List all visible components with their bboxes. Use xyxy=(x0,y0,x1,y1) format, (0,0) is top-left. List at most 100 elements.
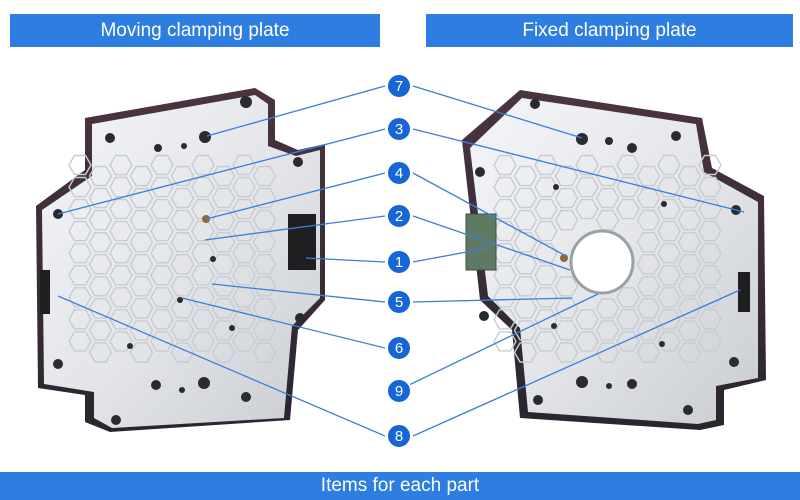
moving-plate-holes xyxy=(53,96,305,425)
callout-1: 1 xyxy=(386,249,412,275)
leader-line xyxy=(412,128,745,213)
fixed-plate-honeycomb xyxy=(493,154,722,363)
honeycomb-cell xyxy=(636,187,661,209)
honeycomb-cell xyxy=(698,154,722,176)
honeycomb-cell xyxy=(68,242,92,264)
honeycomb-cell xyxy=(677,187,702,209)
honeycomb-cell xyxy=(252,209,277,231)
honeycomb-cell xyxy=(513,165,538,187)
honeycomb-cell xyxy=(68,265,92,286)
honeycomb-cell xyxy=(232,265,256,286)
honeycomb-cell xyxy=(191,176,215,198)
hole xyxy=(627,379,637,389)
honeycomb-cell xyxy=(493,154,517,176)
honeycomb-cell xyxy=(636,231,661,253)
moving-clamping-plate xyxy=(36,88,325,432)
hole xyxy=(53,359,63,369)
honeycomb-cell xyxy=(109,242,133,264)
honeycomb-cell xyxy=(698,220,722,242)
callout-number: 3 xyxy=(395,121,403,138)
honeycomb-cell xyxy=(677,320,702,341)
honeycomb-cell xyxy=(170,165,195,187)
honeycomb-cell xyxy=(170,231,195,253)
honeycomb-cell xyxy=(232,154,256,176)
honeycomb-cell xyxy=(554,209,579,231)
honeycomb-cell xyxy=(657,309,681,330)
callout-badge xyxy=(386,116,412,142)
callout-number: 8 xyxy=(395,428,403,445)
honeycomb-cell xyxy=(513,342,538,363)
callout-badge xyxy=(386,289,412,315)
honeycomb-cell xyxy=(657,287,681,308)
honeycomb-cell xyxy=(170,209,195,231)
honeycomb-cell xyxy=(68,287,92,308)
honeycomb-cell xyxy=(68,154,92,176)
callout-number: 5 xyxy=(395,294,403,311)
honeycomb-cell xyxy=(232,220,256,242)
honeycomb-cell xyxy=(657,220,681,242)
honeycomb-cell xyxy=(534,265,558,286)
hole xyxy=(151,380,161,390)
leader-lines xyxy=(57,85,745,437)
honeycomb-cell xyxy=(68,176,92,198)
hole xyxy=(293,157,303,167)
honeycomb-cell xyxy=(88,276,113,297)
honeycomb-cell xyxy=(636,298,661,319)
leader-line xyxy=(211,283,386,303)
hole xyxy=(240,96,252,108)
honeycomb-cell xyxy=(109,220,133,242)
honeycomb-cell xyxy=(698,176,722,198)
leader-line xyxy=(412,247,489,263)
hole xyxy=(551,323,557,329)
fixed-plate-holes xyxy=(475,99,741,415)
callout-6: 6 xyxy=(386,335,412,361)
leader-line xyxy=(204,215,386,241)
honeycomb-cell xyxy=(554,276,579,297)
honeycomb-cell xyxy=(252,187,277,209)
honeycomb-cell xyxy=(698,198,722,220)
callout-badge xyxy=(386,160,412,186)
honeycomb-cell xyxy=(616,309,640,330)
honeycomb-cell xyxy=(129,320,154,341)
honeycomb-cell xyxy=(150,242,174,264)
honeycomb-cell xyxy=(170,320,195,341)
honeycomb-cell xyxy=(554,320,579,341)
honeycomb-cell xyxy=(493,309,517,330)
leader-line xyxy=(181,297,386,349)
honeycomb-cell xyxy=(88,209,113,231)
honeycomb-cell xyxy=(150,265,174,286)
honeycomb-cell xyxy=(616,287,640,308)
callout-badge xyxy=(386,335,412,361)
leader-line xyxy=(57,295,386,437)
honeycomb-cell xyxy=(88,187,113,209)
honeycomb-cell xyxy=(191,287,215,308)
honeycomb-cell xyxy=(534,220,558,242)
honeycomb-cell xyxy=(575,309,599,330)
honeycomb-cell xyxy=(88,298,113,319)
hole xyxy=(530,99,540,109)
honeycomb-cell xyxy=(677,253,702,275)
honeycomb-cell xyxy=(575,331,599,352)
hole xyxy=(181,143,187,149)
honeycomb-cell xyxy=(595,320,620,341)
honeycomb-cell xyxy=(211,187,236,209)
hole xyxy=(179,387,185,393)
honeycomb-cell xyxy=(595,187,620,209)
honeycomb-cell xyxy=(191,265,215,286)
honeycomb-cell xyxy=(534,287,558,308)
honeycomb-cell xyxy=(513,209,538,231)
honeycomb-cell xyxy=(211,165,236,187)
hole xyxy=(475,167,485,177)
honeycomb-cell xyxy=(252,253,277,275)
hole xyxy=(683,405,693,415)
honeycomb-cell xyxy=(534,242,558,264)
honeycomb-cell xyxy=(88,342,113,363)
honeycomb-cell xyxy=(677,276,702,297)
callout-badge xyxy=(386,249,412,275)
hole xyxy=(154,144,162,152)
honeycomb-cell xyxy=(211,276,236,297)
hole xyxy=(105,133,115,143)
leader-line xyxy=(305,257,386,263)
honeycomb-cell xyxy=(68,331,92,352)
hole xyxy=(111,415,121,425)
